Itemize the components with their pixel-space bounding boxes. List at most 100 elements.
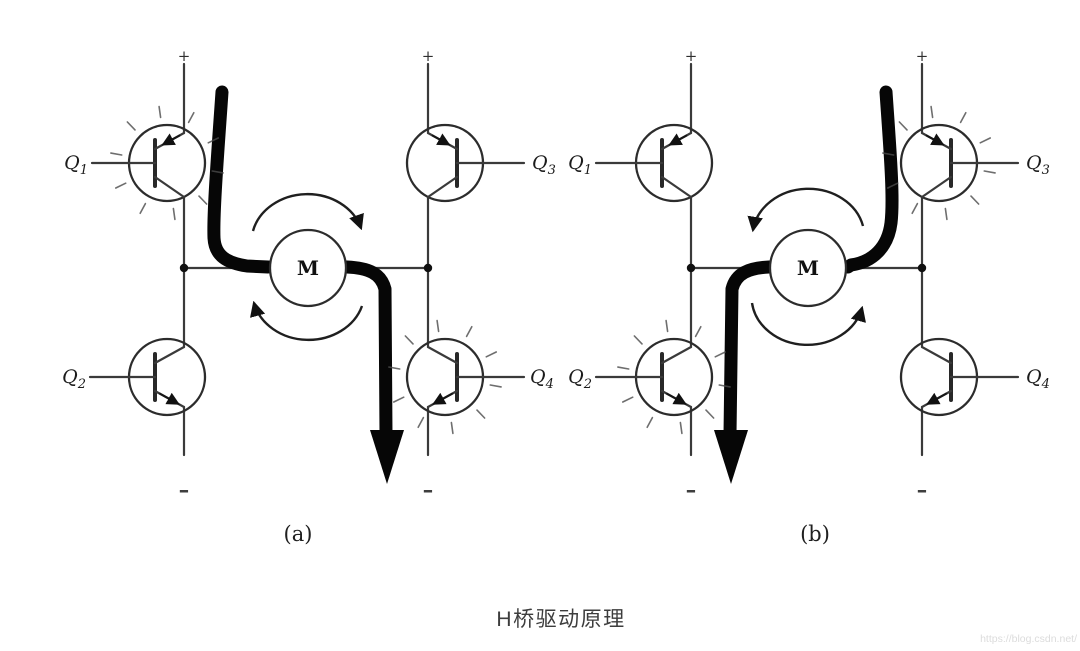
motor-circle xyxy=(268,228,348,308)
junction-dot-right xyxy=(423,263,433,273)
current-arrowhead-icon xyxy=(370,430,404,484)
watermark: https://blog.csdn.net/ xyxy=(980,633,1077,645)
glow-ray-icon xyxy=(211,170,224,174)
motor: M xyxy=(250,192,364,342)
diagram-a-label: (a) xyxy=(284,522,313,546)
npn-arrow-icon xyxy=(665,392,687,405)
pnp-arrow-icon xyxy=(668,133,688,146)
supply-plus-label: + xyxy=(178,47,191,65)
rotation-arrow-bottom-icon xyxy=(250,300,364,342)
glow-ray-icon xyxy=(718,384,731,388)
glow-ray-icon xyxy=(187,111,195,124)
glow-ray-icon xyxy=(665,319,669,333)
collector-lead xyxy=(920,175,953,199)
supply-plus-label: + xyxy=(685,47,698,65)
supply-plus-label: + xyxy=(916,47,929,65)
collector-lead xyxy=(660,345,693,365)
diagram-b-label: (b) xyxy=(800,522,830,546)
glow-ray-icon xyxy=(404,335,414,345)
current-arrowhead-icon xyxy=(714,430,748,484)
motor-circle xyxy=(768,228,848,308)
glow-ray-icon xyxy=(882,152,895,156)
junction-dot-left xyxy=(179,263,189,273)
glow-ray-icon xyxy=(694,325,702,338)
transistor-q1: Q1 xyxy=(64,105,224,221)
conduction-glow xyxy=(882,105,996,221)
npn-arrow-icon xyxy=(158,392,180,405)
current-path-in xyxy=(841,85,899,274)
glow-ray-icon xyxy=(207,137,219,144)
glow-ray-icon xyxy=(911,202,919,215)
motor-label: M xyxy=(797,256,819,280)
glow-ray-icon xyxy=(959,111,967,124)
pnp-arrow-icon xyxy=(431,133,451,146)
glow-ray-icon xyxy=(979,137,992,144)
pnp-arrow-icon xyxy=(161,133,181,146)
glow-ray-icon xyxy=(679,421,683,435)
glow-ray-icon xyxy=(617,366,630,370)
glow-ray-icon xyxy=(898,121,908,131)
glow-ray-icon xyxy=(633,335,643,345)
transistor-q4: Q4 xyxy=(899,337,1050,417)
glow-ray-icon xyxy=(388,366,401,370)
transistor-label: Q2 xyxy=(62,366,86,392)
glow-ray-icon xyxy=(450,421,454,435)
figure-caption: H桥驱动原理 xyxy=(496,608,625,631)
transistor-q3: Q3 xyxy=(882,105,1050,221)
conduction-glow xyxy=(388,319,502,435)
npn-arrow-icon xyxy=(926,392,948,405)
collector-lead xyxy=(153,345,186,365)
glow-ray-icon xyxy=(172,207,176,221)
junction-dot-right xyxy=(917,263,927,273)
collector-lead xyxy=(660,175,693,199)
supply-minus-label: - xyxy=(178,469,189,508)
current-path-out xyxy=(723,260,776,441)
glow-ray-icon xyxy=(158,105,162,119)
glow-ray-icon xyxy=(705,409,715,419)
glow-ray-icon xyxy=(115,182,127,189)
collector-lead xyxy=(153,175,186,199)
transistor-label: Q4 xyxy=(1026,366,1050,392)
transistor-label: Q4 xyxy=(530,366,554,392)
rotation-arrow-top-icon xyxy=(251,192,364,232)
glow-ray-icon xyxy=(476,409,486,419)
supply-minus-label: - xyxy=(916,469,927,508)
supply-minus-label: - xyxy=(422,469,433,508)
transistor-label: Q1 xyxy=(64,152,88,178)
glow-ray-icon xyxy=(646,416,654,429)
transistor-q1: Q1 xyxy=(568,123,714,203)
glow-ray-icon xyxy=(139,202,147,215)
glow-ray-icon xyxy=(126,121,136,131)
glow-ray-icon xyxy=(110,152,123,156)
glow-ray-icon xyxy=(944,207,948,221)
glow-ray-icon xyxy=(714,351,727,358)
glow-ray-icon xyxy=(392,396,405,403)
transistor-label: Q2 xyxy=(568,366,592,392)
glow-ray-icon xyxy=(489,384,502,388)
npn-arrow-icon xyxy=(432,392,454,405)
glow-ray-icon xyxy=(436,319,440,333)
transistor-q4: Q4 xyxy=(388,319,554,435)
glow-ray-icon xyxy=(930,105,934,119)
junction-dot-left xyxy=(686,263,696,273)
glow-ray-icon xyxy=(621,396,634,403)
current-path-out xyxy=(340,260,393,441)
pnp-arrow-icon xyxy=(925,133,945,146)
transistor-q2: Q2 xyxy=(568,319,731,435)
conduction-glow xyxy=(110,105,224,221)
collector-lead xyxy=(426,175,459,199)
collector-lead xyxy=(426,345,459,365)
collector-lead xyxy=(920,345,953,365)
diagram-a: + + - - Q1 xyxy=(62,47,556,546)
rotation-arrow-top-icon xyxy=(747,187,865,233)
transistor-q3: Q3 xyxy=(405,123,556,203)
current-path-in xyxy=(207,85,275,274)
supply-plus-label: + xyxy=(422,47,435,65)
glow-ray-icon xyxy=(198,195,208,205)
motor: M xyxy=(747,187,866,347)
transistor-q2: Q2 xyxy=(62,337,207,417)
transistor-label: Q3 xyxy=(1026,152,1050,178)
transistor-label: Q3 xyxy=(532,152,556,178)
